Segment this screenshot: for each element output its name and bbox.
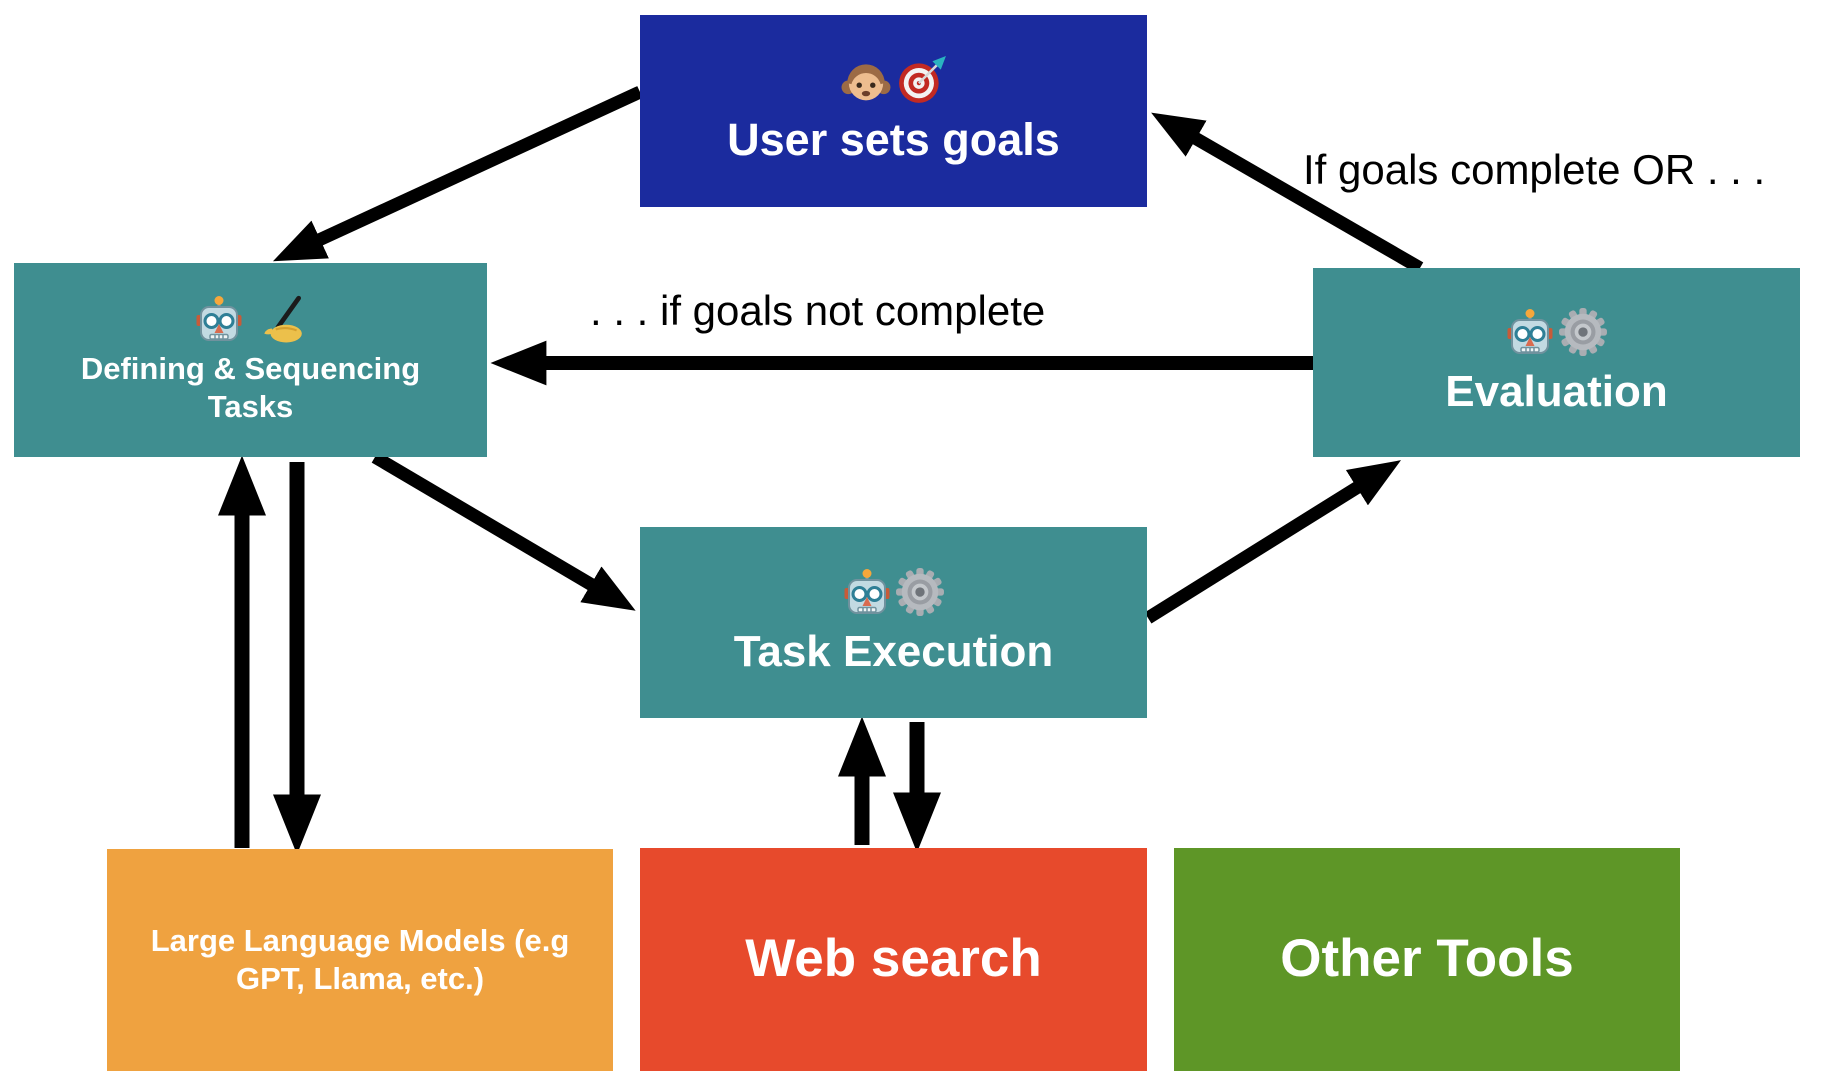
defining-label: Defining & Sequencing Tasks [81, 350, 420, 426]
node-defining-sequencing-tasks: Defining & Sequencing Tasks [14, 263, 487, 457]
edge-label-if-goals-not-complete: . . . if goals not complete [590, 287, 1046, 334]
robot-icon [196, 296, 241, 342]
node-other-tools: Other Tools [1174, 848, 1680, 1071]
task-execution-label: Task Execution [733, 626, 1054, 676]
target-icon [898, 55, 946, 103]
defining-label-line-1: Defining & Sequencing [80, 351, 421, 387]
girl-icon [841, 63, 890, 100]
node-task-execution: Task Execution [640, 527, 1147, 718]
arrow-task-execution-to-evaluation [1144, 460, 1402, 624]
robot-icon [844, 568, 889, 614]
node-web-search: Web search [640, 848, 1147, 1071]
llm-label-line-2: GPT, Llama, etc.) [235, 961, 485, 996]
task-execution-icon-row [843, 567, 945, 617]
user-goals-label: User sets goals [727, 113, 1060, 165]
arrow-user-to-defining [272, 86, 643, 262]
web-search-label: Web search [745, 929, 1042, 989]
writing-hand-icon [263, 296, 302, 343]
user-goals-icon-row [841, 55, 947, 105]
defining-label-line-2: Tasks [207, 389, 294, 424]
gear-icon [895, 567, 944, 616]
node-large-language-models: Large Language Models (e.g GPT, Llama, e… [107, 849, 613, 1071]
defining-icon-row [195, 294, 307, 344]
node-evaluation: Evaluation [1313, 268, 1800, 457]
node-user-sets-goals: User sets goals [640, 15, 1147, 207]
other-tools-label: Other Tools [1280, 929, 1574, 989]
arrow-evaluation-to-user [1151, 112, 1424, 274]
llm-label-line-1: Large Language Models (e.g [150, 923, 570, 959]
evaluation-label: Evaluation [1445, 366, 1668, 416]
robot-icon [1507, 308, 1552, 354]
arrow-defining-to-task-execution [371, 451, 636, 611]
edge-label-if-goals-complete: If goals complete OR . . . [1303, 146, 1766, 193]
evaluation-icon-row [1506, 307, 1608, 357]
llm-label: Large Language Models (e.g GPT, Llama, e… [151, 922, 570, 998]
gear-icon [1558, 307, 1607, 356]
